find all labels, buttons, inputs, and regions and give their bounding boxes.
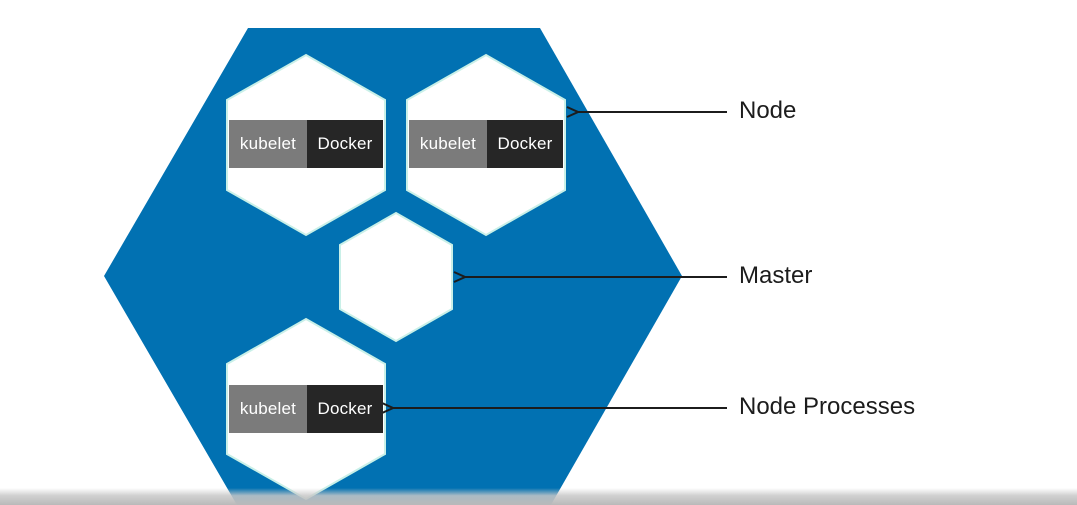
kubelet-label: kubelet bbox=[409, 120, 487, 168]
docker-label: Docker bbox=[307, 385, 383, 433]
master-callout-label: Master bbox=[739, 262, 813, 289]
docker-label: Docker bbox=[307, 120, 383, 168]
master-hexagon bbox=[339, 211, 453, 343]
docker-label: Docker bbox=[487, 120, 563, 168]
kubelet-label: kubelet bbox=[229, 120, 307, 168]
bottom-shadow-bar bbox=[0, 488, 1077, 505]
kubelet-label: kubelet bbox=[229, 385, 307, 433]
node-processes-callout-label: Node Processes bbox=[739, 393, 916, 420]
node-callout-label: Node bbox=[739, 97, 797, 124]
